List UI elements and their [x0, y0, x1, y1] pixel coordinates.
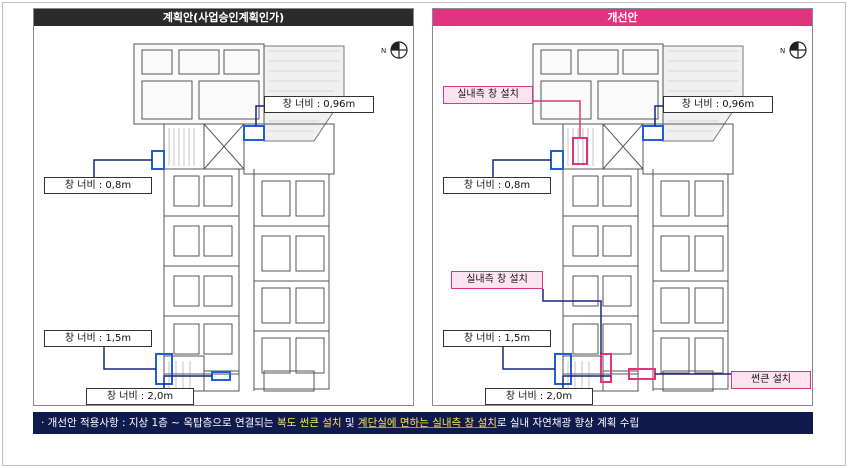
- compass-letter: N: [780, 47, 785, 55]
- floor-plan-drawing-left: [93, 43, 345, 398]
- floor-plan-improved: 실내측 창 설치 실내측 창 설치 썬큰 설치 창 너비 : 0,96m 창 너…: [433, 26, 812, 407]
- callout-window-width-15: 창 너비 : 1,5m: [44, 330, 152, 347]
- panel-title-improved: 개선안: [433, 9, 812, 26]
- label-indoor-window-top: 실내측 창 설치: [443, 86, 533, 104]
- compass-letter: N: [381, 47, 386, 55]
- label-sunken-install: 썬큰 설치: [731, 371, 811, 389]
- summary-suffix: 로 실내 자연채광 향상 계획 수립: [496, 417, 640, 429]
- callout-window-width-15-right: 창 너비 : 1,5m: [443, 330, 551, 347]
- floor-plan-drawing-right: [492, 43, 744, 398]
- panel-original-plan: 계획안(사업승인계획인가): [33, 8, 414, 406]
- summary-bar: · 개선안 적용사항 : 지상 1층 ~ 옥탑층으로 연결되는 복도 썬큰 설치…: [33, 412, 813, 434]
- north-compass-icon: N: [780, 41, 807, 59]
- panel-improved-plan: 개선안: [432, 8, 813, 406]
- summary-mid: 및: [341, 417, 358, 429]
- panel-title-original: 계획안(사업승인계획인가): [34, 9, 413, 26]
- north-compass-icon: N: [381, 41, 408, 59]
- callout-window-width-20: 창 너비 : 2,0m: [86, 388, 194, 405]
- label-indoor-window-mid: 실내측 창 설치: [451, 271, 543, 289]
- callout-window-width-08-right: 창 너비 : 0,8m: [443, 177, 551, 194]
- summary-prefix: · 개선안 적용사항 : 지상 1층 ~ 옥탑층으로 연결되는: [41, 417, 277, 429]
- floor-plan-original: 창 너비 : 0,96m 창 너비 : 0,8m 창 너비 : 1,5m 창 너…: [34, 26, 413, 407]
- callout-window-width-08: 창 너비 : 0,8m: [44, 177, 152, 194]
- pink-leader-top: [533, 100, 581, 138]
- summary-highlight-window: 계단실에 면하는 실내측 창 설치: [357, 417, 497, 429]
- callout-window-width-096: 창 너비 : 0,96m: [264, 96, 374, 113]
- callout-window-width-20-right: 창 너비 : 2,0m: [485, 388, 593, 405]
- summary-highlight-sunken: 복도 썬큰 설치: [276, 417, 342, 429]
- callout-window-width-096-right: 창 너비 : 0,96m: [663, 96, 773, 113]
